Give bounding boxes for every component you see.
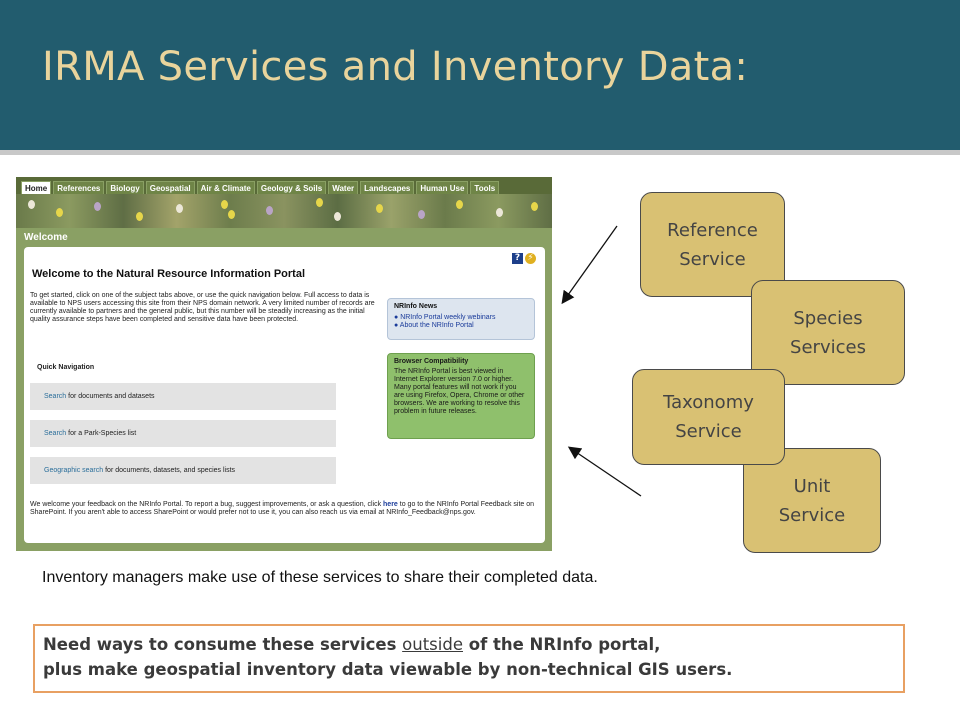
portal-content-panel: ? ⚡ Welcome to the Natural Resource Info… <box>24 247 545 543</box>
portal-tab-tools[interactable]: Tools <box>470 181 500 195</box>
portal-tab-geology-soils[interactable]: Geology & Soils <box>256 181 327 195</box>
note-box: Need ways to consume these services outs… <box>33 624 905 693</box>
news-heading: NRInfo News <box>394 303 438 310</box>
news-link-webinars[interactable]: ● NRInfo Portal weekly webinars <box>394 314 496 321</box>
portal-tab-water[interactable]: Water <box>328 181 359 195</box>
portal-tab-human-use[interactable]: Human Use <box>416 181 469 195</box>
portal-intro-text: To get started, click on one of the subj… <box>30 292 375 323</box>
caption-text: Inventory managers make use of these ser… <box>42 569 598 586</box>
quick-nav-heading: Quick Navigation <box>37 364 95 371</box>
portal-tab-home[interactable]: Home <box>21 181 52 195</box>
quick-nav-geographic-search[interactable]: Geographic search for documents, dataset… <box>30 457 336 484</box>
quick-nav-search-park-species[interactable]: Search for a Park-Species list <box>30 420 336 447</box>
help-icon[interactable]: ? <box>512 253 523 264</box>
arrow-top <box>561 225 618 305</box>
lightning-icon[interactable]: ⚡ <box>525 253 536 264</box>
portal-tab-references[interactable]: References <box>53 181 105 195</box>
title-bar: IRMA Services and Inventory Data: <box>0 0 960 150</box>
browser-compat-box: Browser Compatibility The NRInfo Portal … <box>387 353 535 439</box>
compat-heading: Browser Compatibility <box>394 358 469 365</box>
feedback-text: We welcome your feedback on the NRInfo P… <box>30 501 535 516</box>
news-link-about[interactable]: ● About the NRInfo Portal <box>394 322 474 329</box>
portal-banner-image <box>16 194 552 228</box>
portal-tab-geospatial[interactable]: Geospatial <box>145 181 195 195</box>
slide-title: IRMA Services and Inventory Data: <box>42 44 749 90</box>
note-line-2: plus make geospatial inventory data view… <box>43 660 733 679</box>
news-box: NRInfo News ● NRInfo Portal weekly webin… <box>387 298 535 340</box>
compat-text: The NRInfo Portal is best viewed in Inte… <box>394 368 525 415</box>
portal-tab-bar: Home References Biology Geospatial Air &… <box>16 177 552 195</box>
portal-screenshot: Home References Biology Geospatial Air &… <box>16 177 552 551</box>
title-divider <box>0 150 960 155</box>
portal-tab-air-climate[interactable]: Air & Climate <box>196 181 255 195</box>
note-line-1: Need ways to consume these services outs… <box>43 635 661 654</box>
feedback-link[interactable]: here <box>383 501 398 508</box>
portal-heading: Welcome to the Natural Resource Informat… <box>32 268 306 280</box>
arrow-bottom <box>567 446 642 497</box>
portal-tab-biology[interactable]: Biology <box>106 181 144 195</box>
quick-nav-search-documents[interactable]: Search for documents and datasets <box>30 383 336 410</box>
portal-tab-landscapes[interactable]: Landscapes <box>360 181 415 195</box>
portal-section-label: Welcome <box>24 232 68 243</box>
